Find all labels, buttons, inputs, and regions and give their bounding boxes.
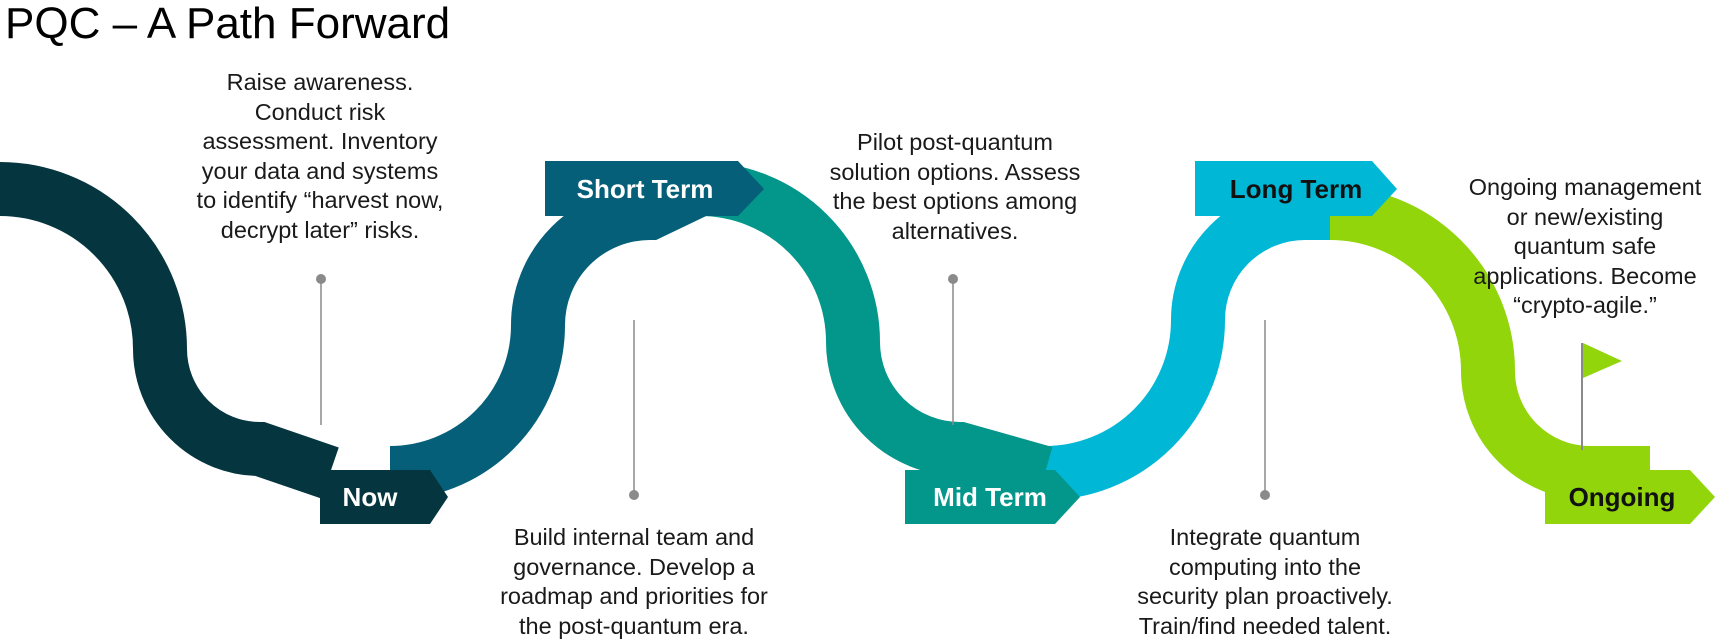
stage-label-mid-term: Mid Term [933, 482, 1047, 512]
pointer-long-term [1260, 320, 1270, 500]
road-segment-now [0, 162, 339, 499]
page-title: PQC – A Path Forward [5, 0, 451, 48]
road-segment-long-term [1044, 186, 1330, 500]
note-long-term: Integrate quantum computing into the sec… [1137, 524, 1393, 639]
road-segment-mid-term [699, 162, 1053, 499]
pointer-short-term [629, 320, 639, 500]
arrow-banner-now [320, 470, 448, 524]
stage-label-ongoing: Ongoing [1569, 482, 1676, 512]
note-now: Raise awareness. Conduct risk assessment… [196, 69, 444, 243]
arrow-banner-long-term [1195, 161, 1397, 216]
stage-label-now: Now [343, 482, 399, 512]
arrow-banner-ongoing [1545, 470, 1715, 524]
note-short-term: Build internal team and governance. Deve… [500, 524, 768, 639]
road-segment-short-term [389, 164, 712, 500]
flag-icon [1581, 343, 1622, 450]
note-mid-term: Pilot post-quantum solution options. Ass… [829, 129, 1081, 244]
arrow-banner-mid-term [905, 470, 1080, 524]
pointer-mid-term [948, 274, 958, 425]
pointer-now [316, 274, 326, 425]
stage-label-long-term: Long Term [1230, 174, 1362, 204]
stage-label-short-term: Short Term [577, 174, 714, 204]
arrow-banner-short-term [545, 161, 764, 216]
road-segment-ongoing [1329, 186, 1650, 500]
note-ongoing: Ongoing management or new/existing quant… [1468, 174, 1702, 318]
